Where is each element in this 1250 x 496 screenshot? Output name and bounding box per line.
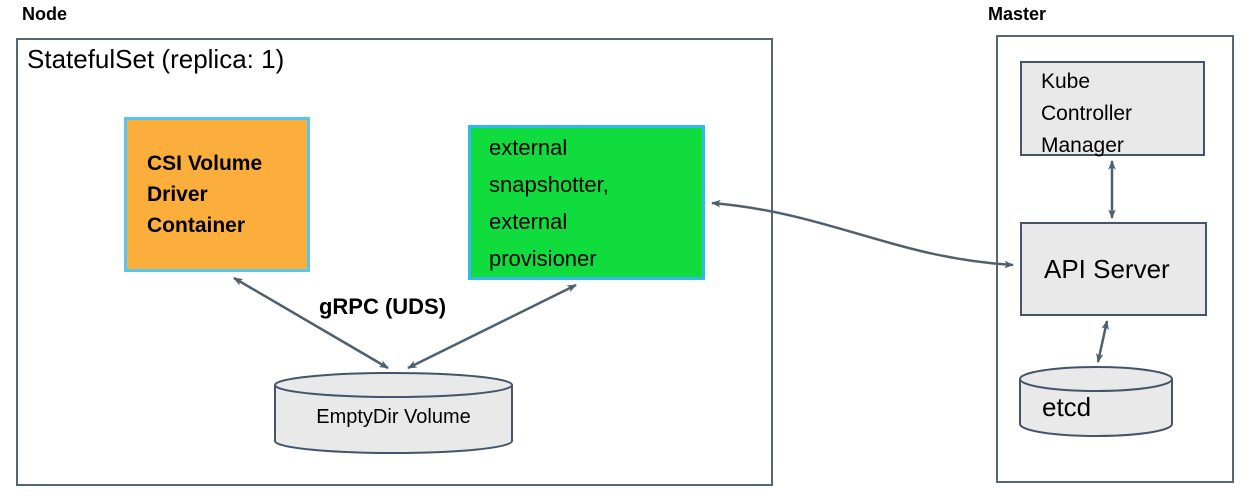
external-sidecars-box: external snapshotter, external provision…: [468, 125, 705, 280]
emptydir-volume-label: EmptyDir Volume: [316, 406, 471, 428]
csi-box-line: CSI Volume: [147, 152, 263, 175]
node-section-label: Node: [22, 4, 67, 24]
kcm-box-line: Kube: [1041, 70, 1091, 93]
statefulset-label: StatefulSet (replica: 1): [27, 44, 285, 74]
etcd-label: etcd: [1042, 392, 1092, 422]
kcm-box-line: Manager: [1041, 134, 1124, 157]
sidecar-box-line: provisioner: [489, 245, 597, 271]
master-section-label: Master: [988, 4, 1047, 24]
sidecar-box-line: external: [489, 208, 568, 234]
csi-box-line: Driver: [147, 183, 208, 206]
csi-box-line: Container: [147, 214, 246, 237]
sidecar-box-line: snapshotter,: [489, 171, 609, 197]
sidecar-box-line: external: [489, 134, 568, 160]
api-server-label: API Server: [1044, 253, 1170, 284]
csi-volume-driver-container-box: CSI Volume Driver Container: [124, 117, 310, 272]
api-server-box: API Server: [1020, 222, 1207, 316]
grpc-uds-label: gRPC (UDS): [318, 294, 447, 319]
kube-controller-manager-box: Kube Controller Manager: [1020, 61, 1205, 157]
kcm-box-line: Controller: [1041, 102, 1133, 125]
